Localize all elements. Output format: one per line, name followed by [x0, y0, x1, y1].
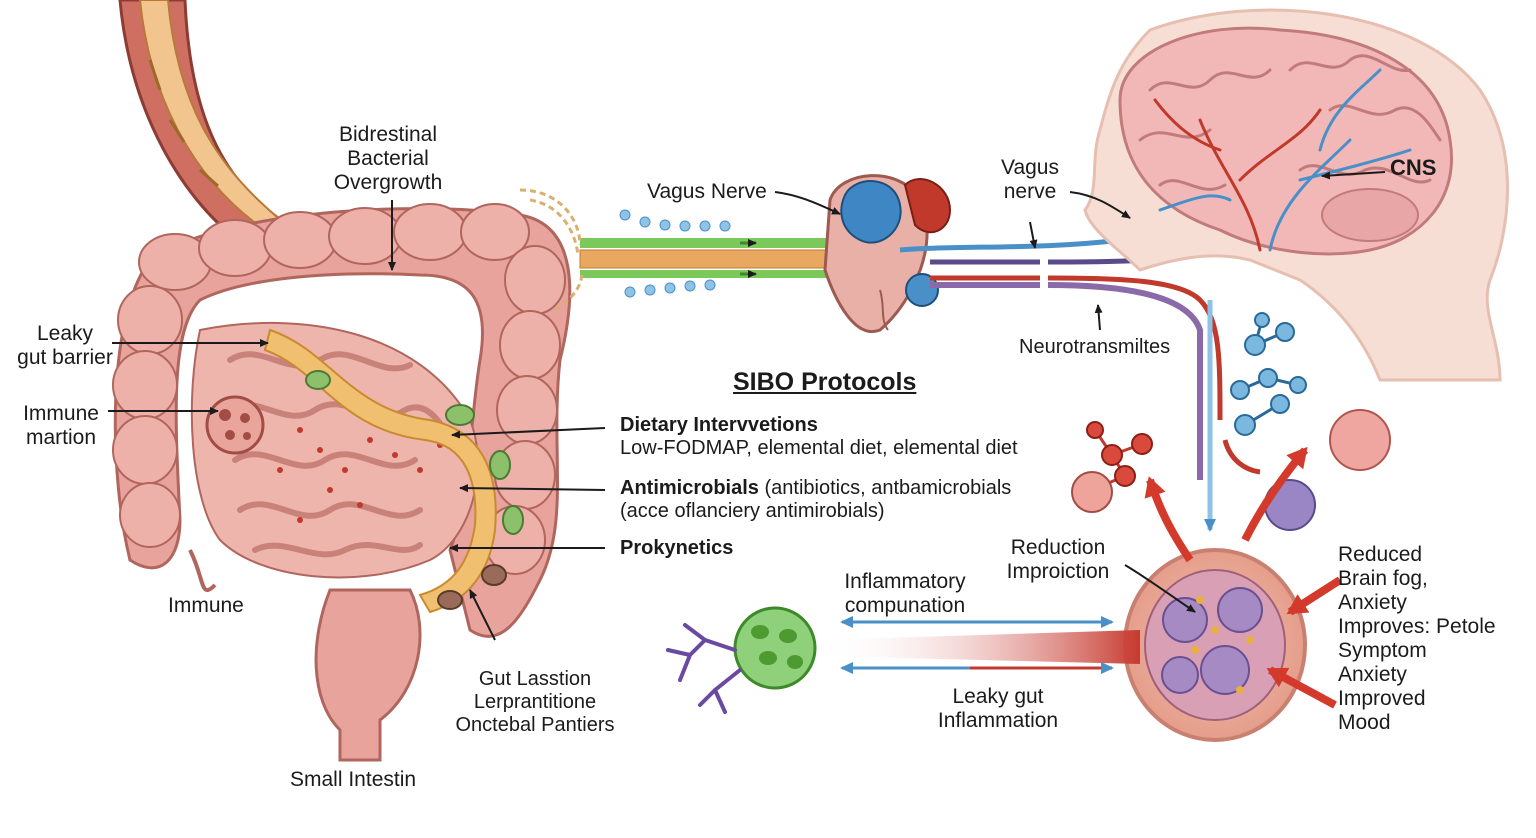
- reduction-label: Reduction Improiction: [988, 536, 1128, 584]
- cns-label: CNS: [1390, 155, 1437, 180]
- outcome-item: Mood: [1338, 711, 1391, 734]
- leader-lines: [108, 171, 1386, 641]
- vagal-ganglion: [823, 174, 952, 334]
- outcomes-list: Reduced Brain fog, Anxiety Improves: Pet…: [1338, 543, 1496, 735]
- label-line: Inflammatory: [844, 570, 966, 593]
- label-line: gut barrier: [17, 346, 113, 369]
- label-line: Inflammation: [937, 709, 1059, 732]
- sibo-protocols-title: SIBO Protocols: [733, 368, 917, 396]
- inflammatory-label: Inflammatory compunation: [825, 570, 985, 618]
- immune-martion-label: Immune martion: [16, 402, 106, 450]
- label-line: Immune: [23, 402, 99, 425]
- bacterial-overgrowth-label: Bidrestinal Bacterial Overgrowth: [318, 123, 458, 195]
- label-line: Leaky: [36, 322, 94, 345]
- neurotransmitters-label: Neurotransmiltes: [1019, 336, 1171, 358]
- protocol-detail: (antibiotics, antbamicrobials: [764, 477, 1012, 499]
- vagus-nerve-right-label: Vagus nerve: [992, 156, 1068, 204]
- gut-lasstion-label: Gut Lasstion Lerprantitione Onctebal Pan…: [452, 668, 618, 737]
- inflammation-site: [1123, 548, 1307, 742]
- protocol-name: Dietary Intervvetions: [620, 414, 818, 436]
- vagus-nerve-label: Vagus Nerve: [647, 180, 767, 203]
- outcome-item: Brain fog,: [1338, 567, 1428, 590]
- brain: [1118, 26, 1453, 256]
- protocol-detail: (acce oflanciery antimirobials): [620, 500, 885, 522]
- label-line: Vagus: [1001, 156, 1059, 179]
- label-line: compunation: [844, 594, 966, 617]
- protocol-antimicrobials: Antimicrobials (antibiotics, antbamicrob…: [620, 477, 1011, 523]
- label-line: Bidrestinal: [338, 123, 438, 146]
- outcome-item: Anxiety: [1338, 591, 1407, 614]
- microbe-cell: [666, 606, 817, 714]
- leaky-gut-barrier-label: Leaky gut barrier: [10, 322, 120, 370]
- neurotransmitter-molecules: [1071, 312, 1391, 531]
- leaky-gut-inflammation-label: Leaky gut Inflammation: [918, 685, 1078, 733]
- label-line: martion: [25, 426, 97, 449]
- red-arrows: [1144, 446, 1343, 709]
- immune-cell: [205, 395, 265, 455]
- protocol-dietary: Dietary Intervvetions Low-FODMAP, elemen…: [620, 414, 1018, 460]
- large-intestine: [112, 203, 572, 638]
- label-line: Bacterial: [347, 147, 429, 170]
- esophagus: [118, 0, 304, 252]
- vagus-fiber-bundle: [519, 188, 841, 312]
- outcome-item: Reduced: [1338, 543, 1423, 566]
- outcome-item: Anxiety: [1338, 663, 1407, 686]
- small-intestin-label: Small Intestin: [290, 768, 417, 791]
- immune-label: Immune: [168, 594, 244, 617]
- protocol-name: Antimicrobials: [620, 477, 759, 499]
- label-line: Gut Lasstion: [478, 668, 592, 690]
- label-line: Reduction: [1010, 536, 1106, 559]
- outcome-item: Improved: [1338, 687, 1426, 710]
- label-line: Improiction: [1006, 560, 1110, 583]
- rectum: [314, 588, 422, 762]
- label-line: Lerprantitione: [473, 691, 597, 713]
- gut-barrier: [263, 328, 524, 614]
- label-line: Leaky gut: [952, 685, 1044, 708]
- label-line: nerve: [1003, 180, 1057, 203]
- outcome-item: Improves: Petole: [1338, 615, 1496, 638]
- label-line: Overgrowth: [333, 171, 443, 194]
- protocol-detail: Low-FODMAP, elemental diet, elemental di…: [620, 437, 1018, 459]
- outcome-item: Symptom: [1338, 639, 1427, 662]
- inflammation-band: [820, 616, 1140, 674]
- protocol-prokinetics: Prokynetics: [620, 537, 734, 559]
- label-line: Onctebal Pantiers: [455, 714, 615, 736]
